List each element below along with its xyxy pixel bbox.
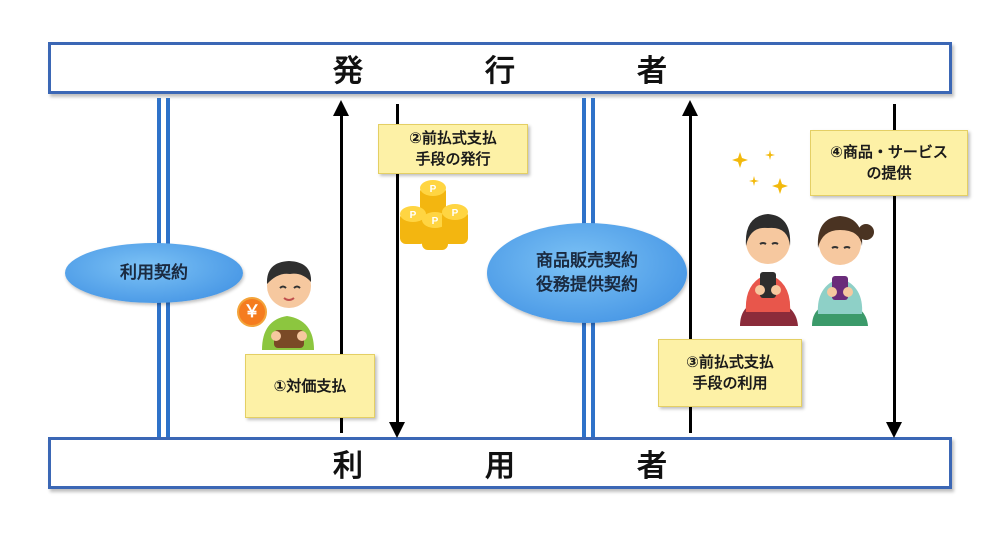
provide-arrow-down: [886, 104, 902, 438]
user-bar: 利 用 者: [48, 437, 952, 489]
issue-arrow-down: [389, 104, 405, 438]
note-issue-line2: 手段の発行: [415, 150, 491, 168]
coin-label: P: [432, 216, 439, 227]
merchant-contract-line2: 役務提供契約: [536, 275, 638, 295]
user-label: 利 用 者: [333, 449, 713, 484]
note-provide: ④商品・サービス の提供: [810, 130, 968, 196]
sparkle-icon: [732, 150, 788, 194]
user-contract-label: 利用契約: [120, 263, 188, 283]
note-use: ③前払式支払 手段の利用: [658, 339, 802, 407]
note-payment-text: ①対価支払: [273, 376, 347, 395]
note-use-line2: 手段の利用: [692, 374, 768, 392]
kids-using-phones-icon: [740, 214, 874, 326]
use-arrow-up: [682, 100, 698, 433]
coin-label: P: [410, 210, 417, 221]
user-contract-ellipse: 利用契約: [65, 243, 243, 303]
note-issue: ②前払式支払 手段の発行: [378, 124, 528, 174]
note-issue-line1: ②前払式支払: [409, 129, 497, 147]
note-use-line1: ③前払式支払: [686, 353, 774, 371]
coin-label: P: [430, 184, 437, 195]
person-paying-icon: [237, 261, 314, 350]
issuer-label: 発 行 者: [333, 54, 713, 89]
issuer-bar: 発 行 者: [48, 42, 952, 94]
note-provide-line1: ④商品・サービス: [830, 143, 948, 161]
merchant-contract-line1: 商品販売契約: [536, 251, 638, 271]
yen-icon: ￥: [243, 302, 261, 322]
note-payment: ①対価支払: [245, 354, 375, 418]
merchant-contract-ellipse: 商品販売契約 役務提供契約: [487, 223, 687, 323]
payment-arrow-up: [333, 100, 349, 433]
note-provide-line2: の提供: [866, 164, 912, 182]
coin-stack-icon: P P P P: [400, 180, 468, 250]
coin-label: P: [452, 208, 459, 219]
